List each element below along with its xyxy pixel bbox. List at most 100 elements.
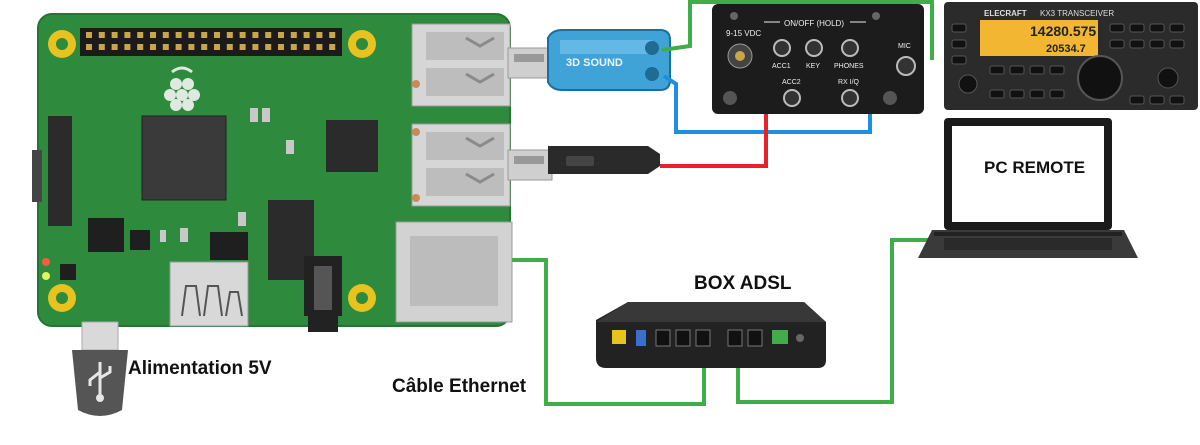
radio-interface: 9-15 VDC ON/OFF (HOLD) ACC1 KEY PHONES M…	[712, 4, 924, 114]
transceiver-display	[980, 20, 1098, 56]
raspberry-logo-icon	[164, 66, 200, 111]
gpio-pin	[162, 32, 169, 38]
gpio-pin	[214, 32, 220, 38]
acc1-label: ACC1	[772, 63, 791, 70]
kx3-button	[1049, 65, 1065, 75]
vfo-knob	[1077, 55, 1123, 101]
gpio-pin	[329, 44, 336, 50]
gpio-pin	[124, 44, 131, 50]
usb-serial-cable	[507, 146, 660, 181]
kx3-button	[1129, 39, 1145, 49]
kx3-button	[1169, 23, 1185, 33]
gpio-pin	[150, 32, 156, 38]
kx3-button	[989, 89, 1005, 99]
hdmi-port	[169, 261, 249, 327]
kx3-button	[1109, 23, 1125, 33]
kx3-button	[989, 65, 1005, 75]
gpio-pin	[98, 44, 105, 50]
kx3-button	[1029, 65, 1045, 75]
gpio-pin	[239, 44, 246, 50]
gpio-pin	[201, 44, 208, 50]
kx3-button	[1149, 39, 1165, 49]
transceiver-brand: ELECRAFT	[984, 9, 1027, 18]
acc2-label: ACC2	[782, 79, 801, 86]
audio-jack	[304, 256, 342, 332]
mic-label: MIC	[898, 43, 911, 50]
phones-port	[841, 39, 859, 57]
kx3-button	[1049, 89, 1065, 99]
freq-sub: 20534.7	[1046, 43, 1086, 55]
gpio-pin	[201, 32, 208, 38]
gpio-pin	[86, 32, 92, 38]
gpio-pin	[278, 44, 284, 50]
kx3-button	[1169, 39, 1185, 49]
kx3-button	[1129, 95, 1145, 105]
laptop-screen	[952, 126, 1104, 222]
usb-port-bottom	[411, 123, 511, 207]
gpio-pin	[175, 44, 182, 50]
kx3-button	[951, 55, 967, 65]
gpio-pin	[98, 32, 105, 38]
gpio-pin	[265, 32, 272, 38]
gpio-pin	[265, 44, 272, 50]
kx3-transceiver: ELECRAFT KX3 TRANSCEIVER 14280.575 20534…	[944, 2, 1198, 110]
onoff-label: ON/OFF (HOLD)	[784, 19, 844, 28]
key-label: KEY	[806, 63, 820, 70]
gpio-pin	[150, 44, 156, 50]
gpio-pin	[290, 32, 297, 38]
gpio-pin	[162, 44, 169, 50]
gpio-pin	[239, 32, 246, 38]
ethernet-port	[395, 221, 513, 323]
kx3-button	[1149, 95, 1165, 105]
box-label: BOX ADSL	[694, 273, 792, 294]
rxiq-label: RX I/Q	[838, 79, 860, 86]
kx3-button	[951, 23, 967, 33]
gpio-header	[80, 28, 342, 56]
laptop	[918, 118, 1138, 258]
rxiq-port	[841, 89, 859, 107]
soundcard-label: 3D SOUND	[566, 57, 623, 69]
gpio-pin	[137, 32, 144, 38]
power-label: Alimentation 5V	[128, 358, 272, 379]
gpio-pin	[278, 32, 284, 38]
usb-controller-chip	[326, 120, 378, 172]
gpio-pin	[226, 44, 233, 50]
gpio-pin	[252, 32, 259, 38]
pc-label: PC REMOTE	[984, 158, 1086, 177]
cpu-chip	[141, 115, 227, 201]
key-port	[805, 39, 823, 57]
gpio-pin	[124, 32, 131, 38]
gpio-pin	[188, 44, 195, 50]
kx3-button	[1149, 23, 1165, 33]
gpio-pin	[329, 32, 336, 38]
gpio-pin	[226, 32, 233, 38]
gpio-pin	[86, 44, 92, 50]
adsl-box	[596, 302, 826, 368]
usb-port-top	[411, 23, 511, 107]
gpio-pin	[111, 32, 118, 38]
mic-port	[896, 56, 916, 76]
kx3-button	[1129, 23, 1145, 33]
gpio-pin	[188, 32, 195, 38]
usb-symbol-icon	[88, 362, 112, 396]
ram-chip	[48, 116, 72, 226]
raspberry-pi-board	[32, 13, 513, 332]
kx3-button	[1029, 89, 1045, 99]
gpio-pin	[290, 44, 297, 50]
gpio-pin	[303, 32, 310, 38]
power-cable	[72, 321, 128, 416]
phones-label: PHONES	[834, 63, 864, 70]
gpio-pin	[137, 44, 144, 50]
kx3-button	[1109, 39, 1125, 49]
power-in-label: 9-15 VDC	[726, 29, 761, 38]
kx3-button	[951, 39, 967, 49]
gpio-pin	[252, 44, 259, 50]
gpio-pin	[316, 32, 323, 38]
ethernet-label: Câble Ethernet	[392, 376, 527, 397]
acc1-port	[773, 39, 791, 57]
kx3-button	[1169, 95, 1185, 105]
gpio-pin	[214, 44, 220, 50]
gpio-pin	[175, 32, 182, 38]
gpio-pin	[316, 44, 323, 50]
